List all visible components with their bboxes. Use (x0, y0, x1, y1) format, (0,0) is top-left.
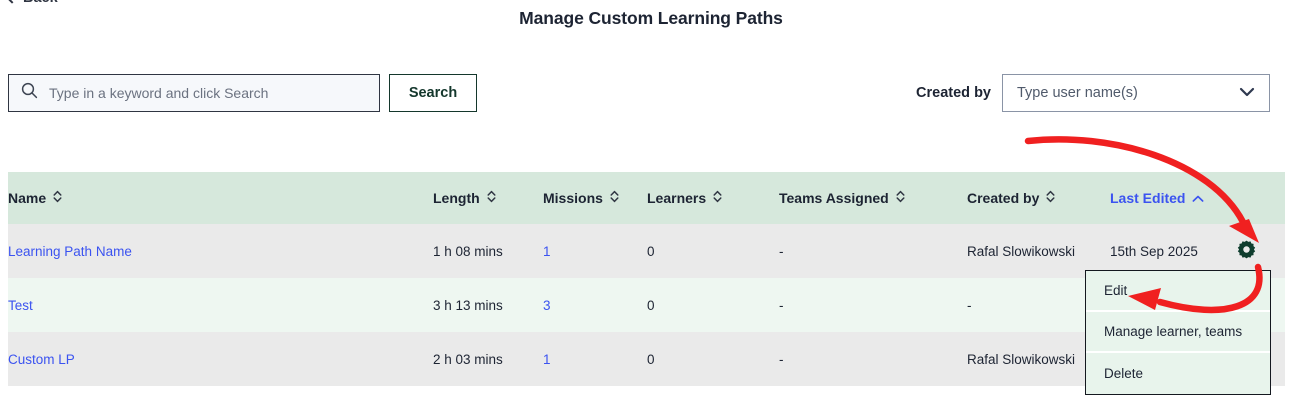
page-title: Manage Custom Learning Paths (519, 8, 783, 28)
column-header-length[interactable]: Length (433, 172, 543, 224)
table-row: Learning Path Name 1 h 08 mins 1 0 - Raf… (8, 224, 1285, 278)
column-header-label: Learners (647, 190, 707, 206)
column-header-created-by[interactable]: Created by (967, 172, 1110, 224)
sort-updown-icon (896, 190, 905, 206)
created-by-select-value: Type user name(s) (1017, 85, 1138, 101)
table-row: Custom LP 2 h 03 mins 1 0 - Rafal Slowik… (8, 332, 1285, 386)
table-body: Learning Path Name 1 h 08 mins 1 0 - Raf… (8, 224, 1285, 386)
cell-teams-assigned: - (779, 351, 784, 367)
back-label: Back (23, 0, 58, 6)
search-box[interactable] (8, 74, 380, 112)
table-row: Test 3 h 13 mins 3 0 - - (8, 278, 1285, 332)
learning-path-name-link[interactable]: Custom LP (8, 351, 75, 367)
search-input[interactable] (49, 85, 367, 101)
cell-length: 2 h 03 mins (433, 351, 503, 367)
cell-created-by: - (967, 297, 972, 313)
learning-paths-table: Name Length (8, 172, 1285, 386)
missions-count-link[interactable]: 1 (543, 351, 551, 367)
column-header-label: Created by (967, 190, 1040, 206)
cell-last-edited: 15th Sep 2025 (1110, 243, 1198, 259)
column-header-learners[interactable]: Learners (647, 172, 779, 224)
column-header-teams-assigned[interactable]: Teams Assigned (779, 172, 967, 224)
chevron-up-icon (1192, 190, 1204, 206)
column-header-label: Length (433, 190, 480, 206)
sort-updown-icon (713, 190, 722, 206)
missions-count-link[interactable]: 3 (543, 297, 551, 313)
back-link[interactable]: Back (6, 0, 58, 6)
chevron-left-icon (6, 0, 18, 4)
cell-learners: 0 (647, 351, 655, 367)
column-header-missions[interactable]: Missions (543, 172, 647, 224)
sort-updown-icon (610, 190, 619, 206)
learning-path-name-link[interactable]: Test (8, 297, 33, 313)
cell-created-by: Rafal Slowikowski (967, 243, 1076, 259)
created-by-label: Created by (916, 85, 991, 101)
created-by-select[interactable]: Type user name(s) (1002, 74, 1270, 112)
table-header: Name Length (8, 172, 1285, 224)
context-menu-item-edit[interactable]: Edit (1086, 271, 1270, 312)
search-button[interactable]: Search (389, 74, 477, 112)
missions-count-link[interactable]: 1 (543, 243, 551, 259)
gear-icon[interactable] (1235, 239, 1257, 261)
column-header-last-edited[interactable]: Last Edited (1110, 172, 1235, 224)
cell-learners: 0 (647, 243, 655, 259)
sort-updown-icon (487, 190, 496, 206)
cell-learners: 0 (647, 297, 655, 313)
column-header-label: Last Edited (1110, 190, 1186, 206)
learning-path-name-link[interactable]: Learning Path Name (8, 243, 132, 259)
context-menu-item-delete[interactable]: Delete (1104, 366, 1144, 381)
sort-updown-icon (1046, 190, 1055, 206)
cell-teams-assigned: - (779, 297, 784, 313)
created-by-filter-group: Created by Type user name(s) (916, 74, 1270, 112)
search-toolbar: Search (8, 74, 477, 112)
column-header-label: Name (8, 190, 47, 206)
column-header-label: Missions (543, 190, 603, 206)
column-header-name[interactable]: Name (8, 172, 433, 224)
table-header-row: Name Length (8, 172, 1285, 224)
chevron-down-icon (1239, 84, 1255, 102)
sort-updown-icon (53, 190, 62, 206)
cell-length: 3 h 13 mins (433, 297, 503, 313)
cell-created-by: Rafal Slowikowski (967, 351, 1076, 367)
context-menu-item-manage-learner-teams[interactable]: Manage learner, teams (1086, 312, 1270, 353)
column-header-label: Teams Assigned (779, 190, 889, 206)
cell-length: 1 h 08 mins (433, 243, 503, 259)
column-header-actions (1235, 172, 1285, 224)
row-actions-context-menu: Edit Manage learner, teams Delete (1085, 270, 1271, 395)
cell-teams-assigned: - (779, 243, 784, 259)
search-icon (21, 82, 38, 104)
